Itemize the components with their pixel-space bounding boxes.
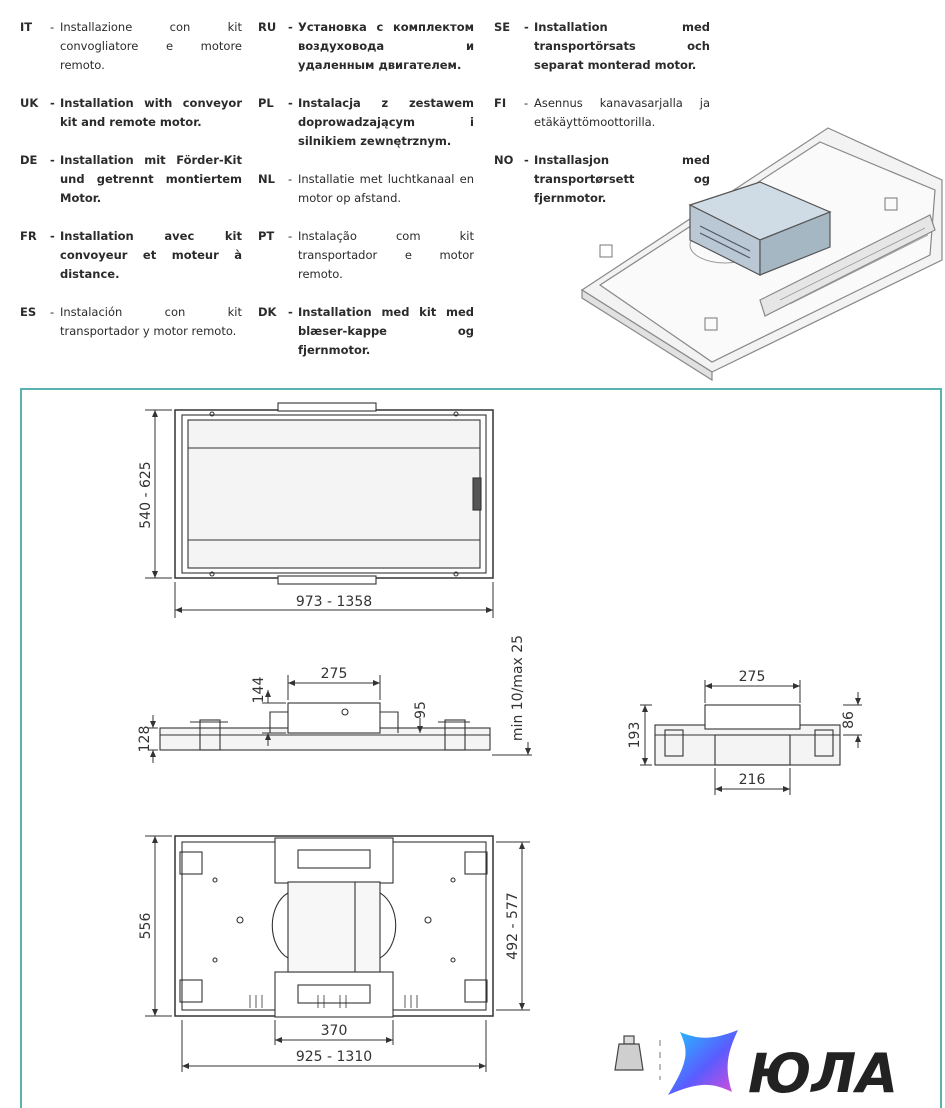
dim-front-86: 86 [841, 711, 857, 729]
dim-top-height: 540 - 625 [138, 461, 154, 528]
lang-entry-uk: UK-Installation with conveyor kit and re… [20, 96, 242, 129]
yula-logo-mark [668, 1030, 738, 1095]
dim-side-95: 95 [413, 701, 429, 719]
technical-drawing-frame [20, 388, 942, 1108]
lang-entry-pl: PL-Instalacja z zestawem doprowadzającym… [258, 96, 474, 148]
dim-bottom-370: 370 [321, 1023, 348, 1039]
bottom-view [174, 835, 494, 1018]
lang-entry-nl: NL-Installatie met luchtkanaal en motor … [258, 172, 474, 205]
dim-bottom-height: 556 [138, 913, 154, 940]
dim-side-128: 128 [137, 726, 153, 753]
lang-entry-ru: RU-Установка с комплектом воздуховода и … [258, 20, 474, 72]
language-column-1: IT-Installazione con kit convogliatore e… [20, 18, 242, 360]
lang-entry-es: ES-Instalación con kit transportador y m… [20, 305, 242, 338]
dim-front-duct-width: 275 [739, 669, 766, 685]
lang-entry-de: DE-Installation mit Förder-Kit und getre… [20, 153, 242, 205]
dim-side-duct-width: 275 [321, 666, 348, 682]
yula-logo-text: ЮЛА [748, 1042, 898, 1100]
lang-entry-fi: FI-Asennus kanavasarjalla ja etäkäyttömo… [494, 96, 710, 129]
lang-entry-fr: FR-Installation avec kit convoyeur et mo… [20, 229, 242, 281]
dim-top-width: 973 - 1358 [296, 594, 372, 610]
side-view [159, 702, 491, 751]
dim-bottom-width: 925 - 1310 [296, 1049, 372, 1065]
front-view [654, 704, 841, 766]
lang-entry-pt: PT-Instalação com kit transportador e mo… [258, 229, 474, 281]
dim-bottom-inner-height: 492 - 577 [505, 892, 521, 959]
top-view [174, 402, 494, 585]
dim-side-min-max: min 10/max 25 [510, 635, 526, 741]
lang-entry-se: SE-Installation med transportörsats och … [494, 20, 710, 72]
dim-side-144: 144 [251, 677, 267, 704]
weight-icon [614, 1035, 644, 1071]
lang-entry-it: IT-Installazione con kit convogliatore e… [20, 20, 242, 72]
language-column-2: RU-Установка с комплектом воздуховода и … [258, 18, 474, 379]
lang-entry-dk: DK-Installation med kit med blæser-kappe… [258, 305, 474, 357]
dim-front-193: 193 [627, 722, 643, 749]
dim-front-216: 216 [739, 772, 766, 788]
